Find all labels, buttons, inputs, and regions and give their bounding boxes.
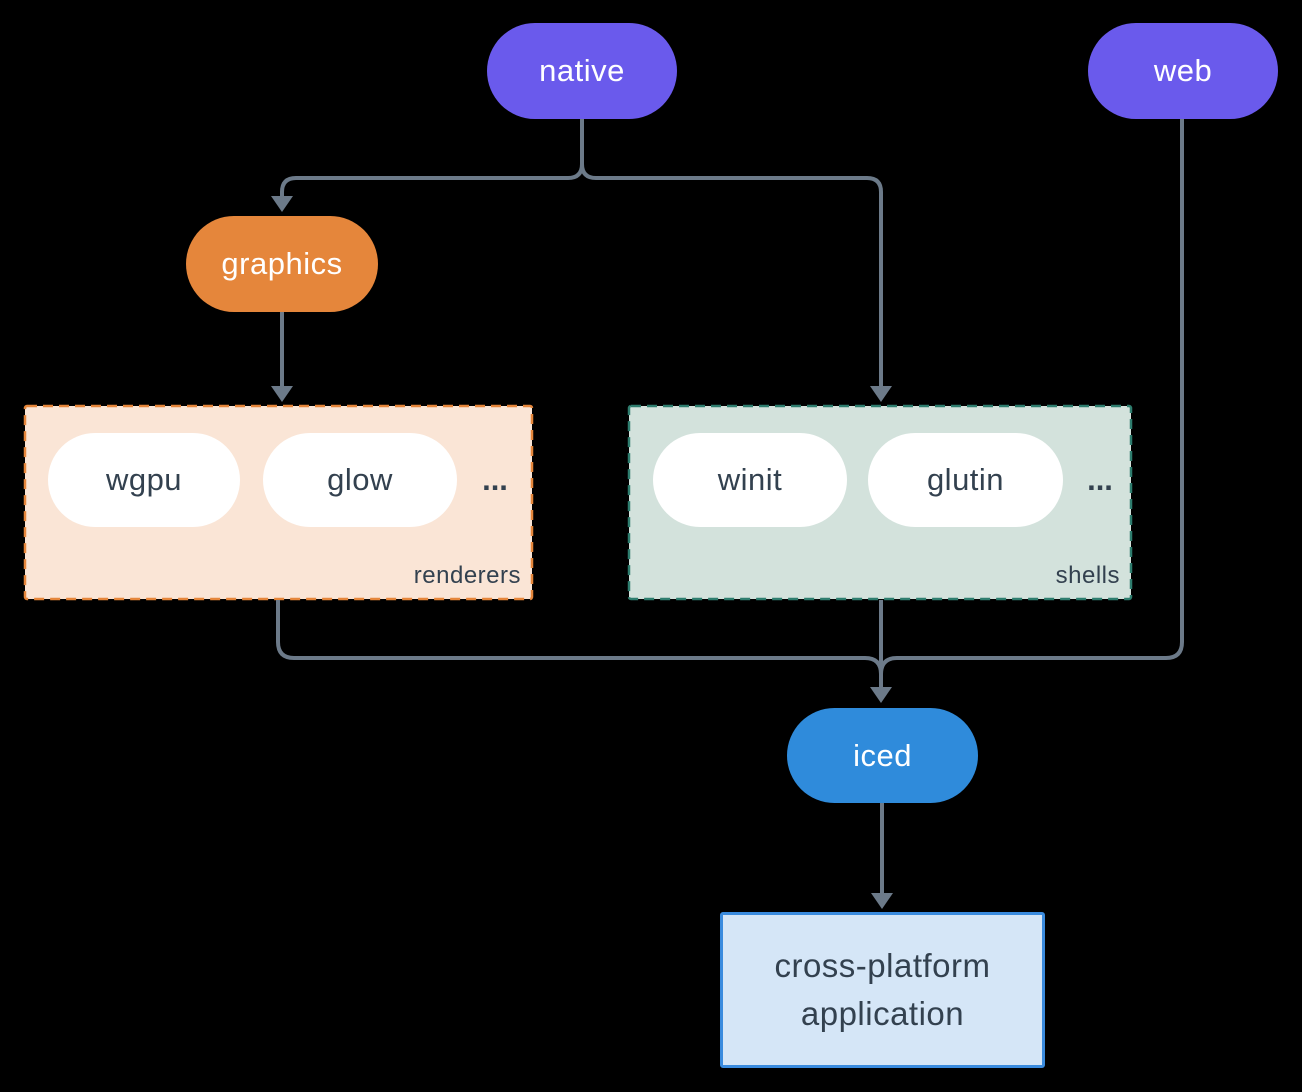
node-web: web [1088,23,1278,119]
shells-group: winit glutin ... shells [628,405,1132,600]
edge-renderers-to-iced [276,600,883,689]
arrowhead-into-application [871,893,893,909]
node-application: cross-platform application [720,912,1045,1068]
node-wgpu: wgpu [48,433,240,527]
renderers-group: wgpu glow ... renderers [24,405,533,600]
renderers-ellipsis: ... [482,462,508,497]
shells-group-label: shells [1055,562,1120,589]
node-wgpu-label: wgpu [105,462,183,497]
arrowhead-into-iced [870,687,892,703]
node-winit-label: winit [717,462,783,497]
node-iced: iced [787,708,978,803]
node-winit: winit [653,433,847,527]
node-graphics-label: graphics [221,246,343,281]
shells-ellipsis: ... [1087,462,1113,497]
edge-web-to-iced [879,119,1184,689]
arrowhead-into-graphics [271,196,293,212]
node-glutin: glutin [868,433,1063,527]
node-iced-label: iced [853,737,912,773]
node-native-label: native [539,53,625,88]
renderers-group-label: renderers [413,562,521,589]
edge-native-to-shells [580,119,883,389]
node-application-label: cross-platform application [774,947,991,1032]
node-glow: glow [263,433,457,527]
node-graphics: graphics [186,216,378,312]
node-glutin-label: glutin [926,462,1005,497]
node-web-label: web [1153,53,1213,88]
node-glow-label: glow [327,462,393,497]
node-native: native [487,23,677,119]
arrowhead-into-renderers [271,386,293,402]
edge-native-to-graphics [280,119,584,198]
arrowhead-into-shells [870,386,892,402]
